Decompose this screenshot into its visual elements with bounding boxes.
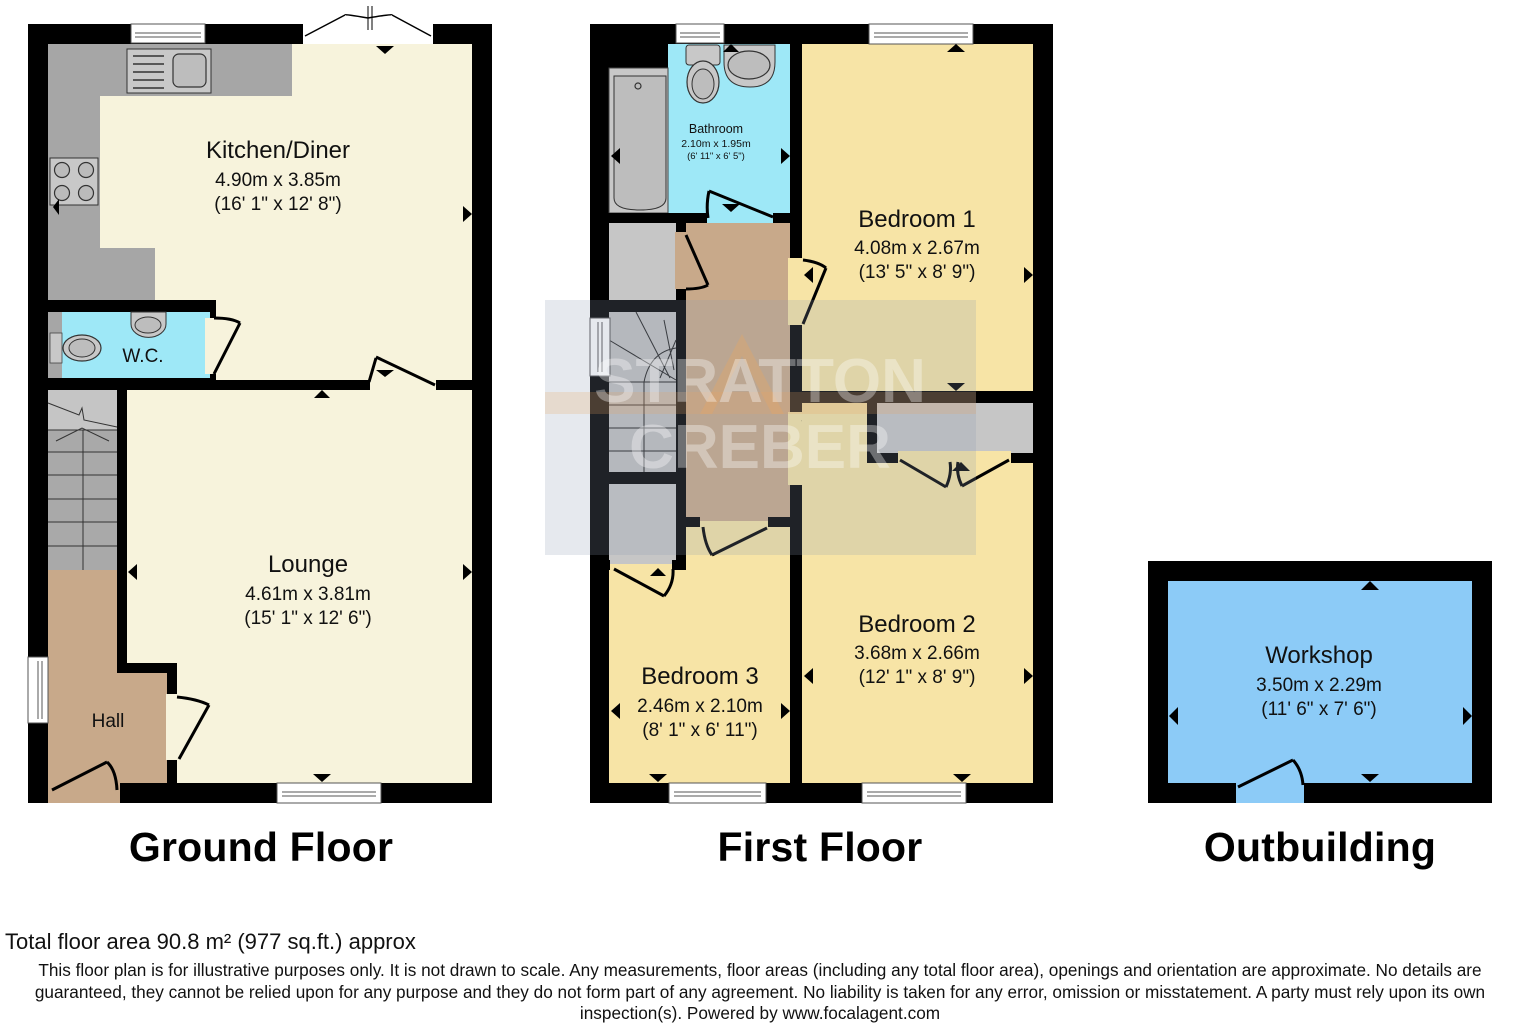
room-name-bedroom-3: Bedroom 3 (641, 663, 758, 690)
hob-icon (49, 157, 99, 206)
room-name-wc: W.C. (122, 346, 163, 367)
lounge-floor (127, 390, 472, 783)
dimension-arrows (53, 46, 472, 782)
room-name-bedroom-1: Bedroom 1 (858, 206, 975, 233)
room-name-lounge: Lounge (268, 551, 348, 578)
floor-title-ground: Ground Floor (128, 824, 394, 870)
workshop-floor (1168, 581, 1472, 783)
room-dims-metric: 2.46m x 2.10m (637, 696, 763, 717)
window (589, 317, 611, 377)
bath-icon (608, 67, 669, 214)
room-name-bathroom: Bathroom (689, 122, 743, 136)
room-dims-imperial: (8' 1" x 6' 11") (642, 720, 757, 741)
cupboard (609, 223, 676, 300)
first-floor-plan: Bathroom 2.10m x 1.95m (6' 11" x 6' 5") … (545, 23, 1053, 804)
room-dims-metric: 3.68m x 2.66m (854, 643, 980, 664)
disclaimer-text: This floor plan is for illustrative purp… (34, 960, 1486, 1023)
floor-plan: Kitchen/Diner 4.90m x 3.85m (16' 1" x 12… (27, 6, 1492, 804)
dimension-arrows (611, 44, 1033, 782)
wardrobe (877, 403, 1033, 453)
window (668, 782, 767, 804)
hall-floor (48, 570, 167, 783)
french-doors (304, 14, 432, 37)
room-dims-metric: 4.90m x 3.85m (215, 170, 341, 191)
floor-title-first: First Floor (717, 824, 923, 870)
bedroom-3-floor (609, 564, 790, 783)
bedroom-1-floor (802, 44, 1033, 391)
room-name-workshop: Workshop (1265, 642, 1373, 669)
ground-floor-plan: Kitchen/Diner 4.90m x 3.85m (16' 1" x 12… (27, 6, 492, 804)
watermark-line-1: STRATTON (594, 347, 926, 416)
room-name-kitchen-diner: Kitchen/Diner (206, 137, 350, 164)
total-floor-area: Total floor area 90.8 m² (977 sq.ft.) ap… (5, 929, 416, 954)
stairs (47, 390, 118, 570)
room-dims-metric: 4.08m x 2.67m (854, 238, 980, 259)
toilet-icon (685, 44, 721, 104)
toilet-icon (49, 332, 102, 364)
stairs (608, 311, 677, 472)
room-dims-metric: 3.50m x 2.29m (1256, 675, 1382, 696)
watermark: STRATTON CREBER (545, 300, 976, 555)
dimension-arrows (1169, 581, 1472, 782)
basin-icon (130, 311, 167, 338)
sink-icon (126, 48, 212, 94)
basin-icon (723, 44, 776, 88)
watermark-line-2: CREBER (629, 413, 891, 482)
floor-title-outbuilding: Outbuilding (1203, 824, 1437, 870)
room-dims-imperial: (16' 1" x 12' 8") (214, 194, 341, 215)
room-dims-imperial: (6' 11" x 6' 5") (687, 151, 745, 162)
window (861, 782, 967, 804)
cupboard (609, 484, 676, 564)
room-dims-metric: 4.61m x 3.81m (245, 584, 371, 605)
window (868, 23, 974, 45)
window (276, 782, 382, 804)
outbuilding-plan: Workshop 3.50m x 2.29m (11' 6" x 7' 6") (1148, 561, 1492, 803)
room-dims-imperial: (11' 6" x 7' 6") (1261, 699, 1376, 720)
room-dims-imperial: (12' 1" x 8' 9") (859, 667, 976, 688)
room-name-hall: Hall (92, 711, 125, 732)
room-dims-imperial: (15' 1" x 12' 6") (244, 608, 371, 629)
room-dims-metric: 2.10m x 1.95m (681, 138, 751, 150)
room-dims-imperial: (13' 5" x 8' 9") (859, 262, 976, 283)
room-name-bedroom-2: Bedroom 2 (858, 611, 975, 638)
